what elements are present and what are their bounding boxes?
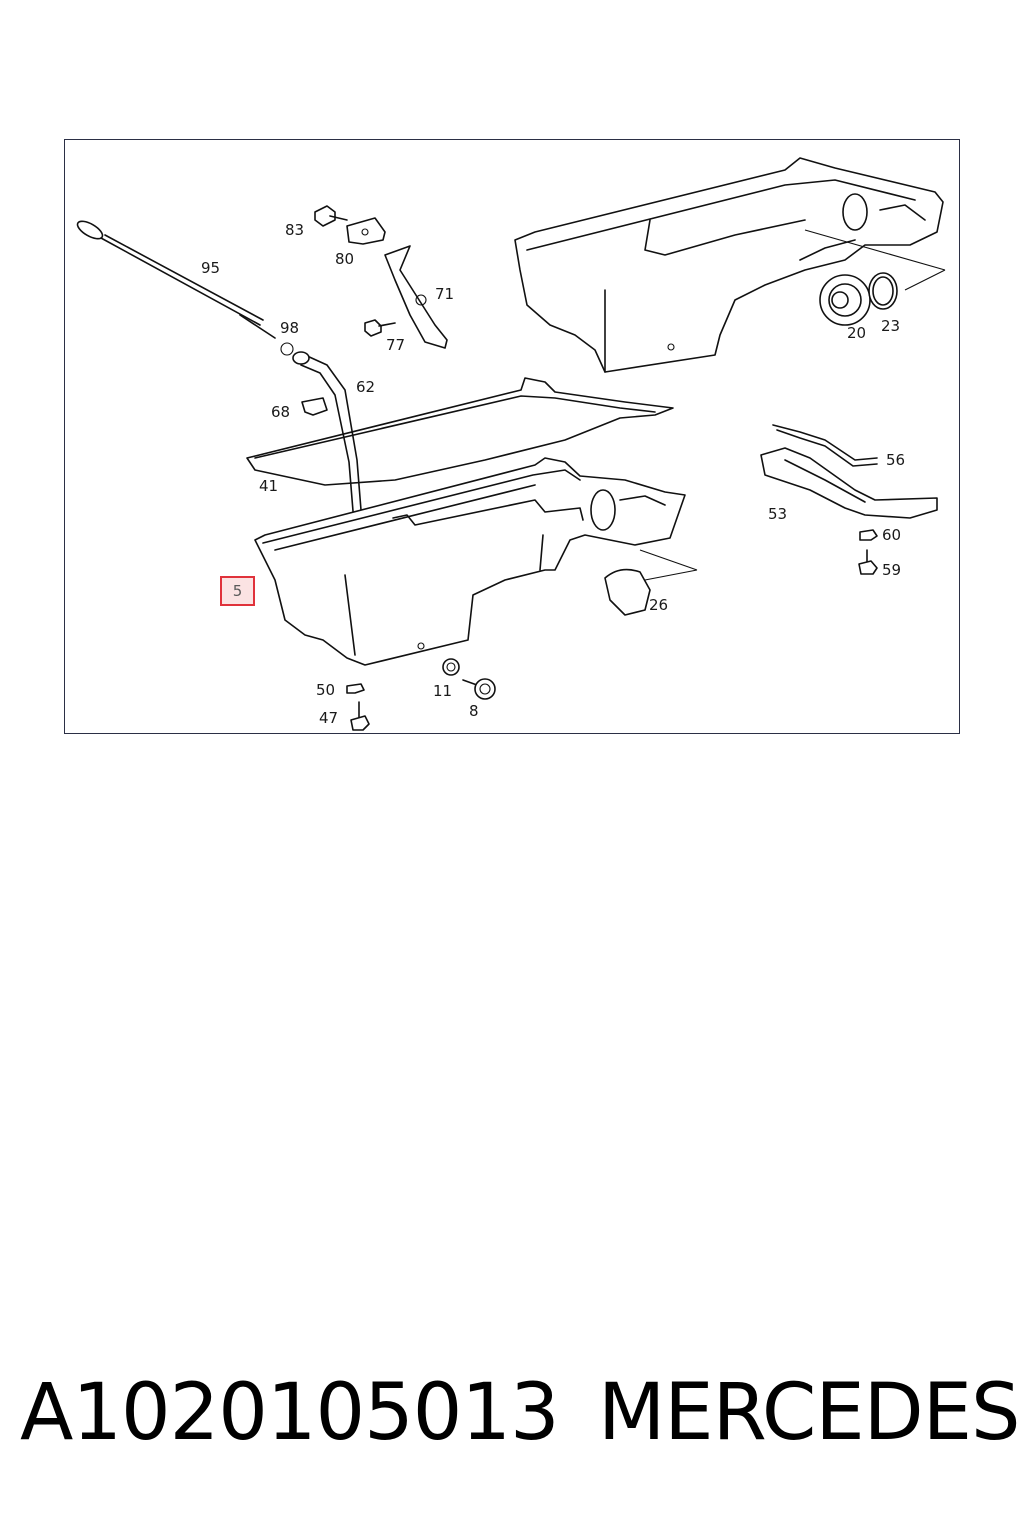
bracket-53-drawing [760,424,938,519]
drain-plug-drawing [819,272,898,326]
exploded-parts-diagram: 95 83 80 71 98 77 62 68 41 20 23 56 53 6… [76,157,946,731]
bracket-71-drawing [384,245,448,349]
callout-77: 77 [386,336,405,354]
callout-80: 80 [335,250,354,268]
callout-98: 98 [280,319,299,337]
callout-83: 83 [285,221,304,239]
washer-11-drawing [442,658,460,676]
lower-oil-pan-drawing [254,457,698,666]
highlighted-callout-5: 5 [220,576,255,606]
upper-oil-pan-drawing [514,157,946,373]
callout-95: 95 [201,259,220,277]
callout-11: 11 [433,682,452,700]
gasket-41-drawing [246,377,674,486]
guide-tube-62-drawing [292,351,366,561]
callout-59: 59 [882,561,901,579]
washer-60-drawing [859,529,878,541]
cover-26-drawing [604,568,651,616]
bolt-77-drawing [364,319,396,337]
brand-name: MERCEDES [598,1368,1020,1458]
washer-50-drawing [346,683,365,694]
clip-68-drawing [301,397,328,416]
dipstick-95-drawing [76,220,294,356]
part-number: A1020105013 [20,1368,560,1458]
callout-41: 41 [259,477,278,495]
callout-53: 53 [768,505,787,523]
callout-20: 20 [847,324,866,342]
callout-23: 23 [881,317,900,335]
callout-68: 68 [271,403,290,421]
footer-caption: A1020105013 MERCEDES [20,1368,1020,1468]
callout-47: 47 [319,709,338,727]
plug-8-drawing [462,678,496,700]
callout-56: 56 [886,451,905,469]
bolt-59-drawing [858,549,878,575]
clamp-80-drawing [346,217,386,245]
callout-26: 26 [649,596,668,614]
diagram-frame: 95 83 80 71 98 77 62 68 41 20 23 56 53 6… [64,139,960,734]
bolt-47-drawing [350,701,370,731]
callout-50: 50 [316,681,335,699]
callout-62: 62 [356,378,375,396]
callout-60: 60 [882,526,901,544]
callout-71: 71 [435,285,454,303]
bolt-83-drawing [314,205,348,227]
callout-8: 8 [469,702,479,720]
